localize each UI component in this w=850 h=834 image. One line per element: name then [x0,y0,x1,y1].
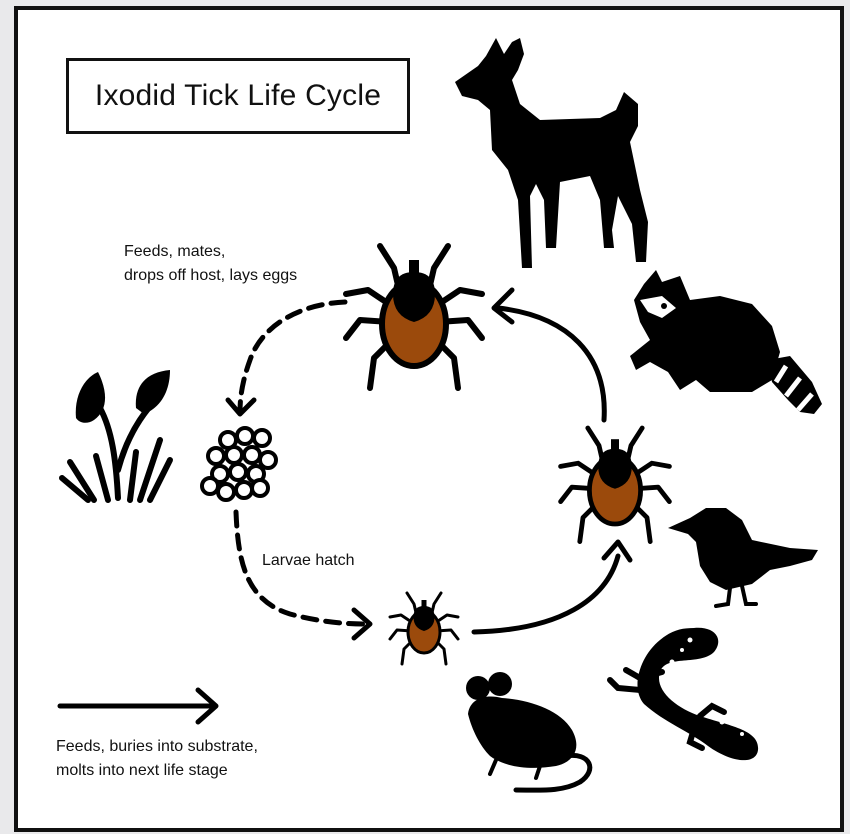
raccoon-icon [630,270,822,414]
lizard-icon [610,628,758,760]
egg-cluster-icon [202,428,276,500]
larva-tick-icon [390,593,458,664]
eggs-to-larva-arrow [236,512,365,624]
bird-icon [668,508,818,606]
nymph-tick-icon [561,428,670,542]
deer-icon [455,38,648,268]
adult-tick-icon [346,246,482,388]
larva-to-nymph-arrow [474,556,618,632]
plant-icon [62,370,170,500]
adult-to-eggs-arrow [240,302,345,412]
mouse-icon [466,672,590,790]
nymph-to-adult-arrow [498,308,604,420]
